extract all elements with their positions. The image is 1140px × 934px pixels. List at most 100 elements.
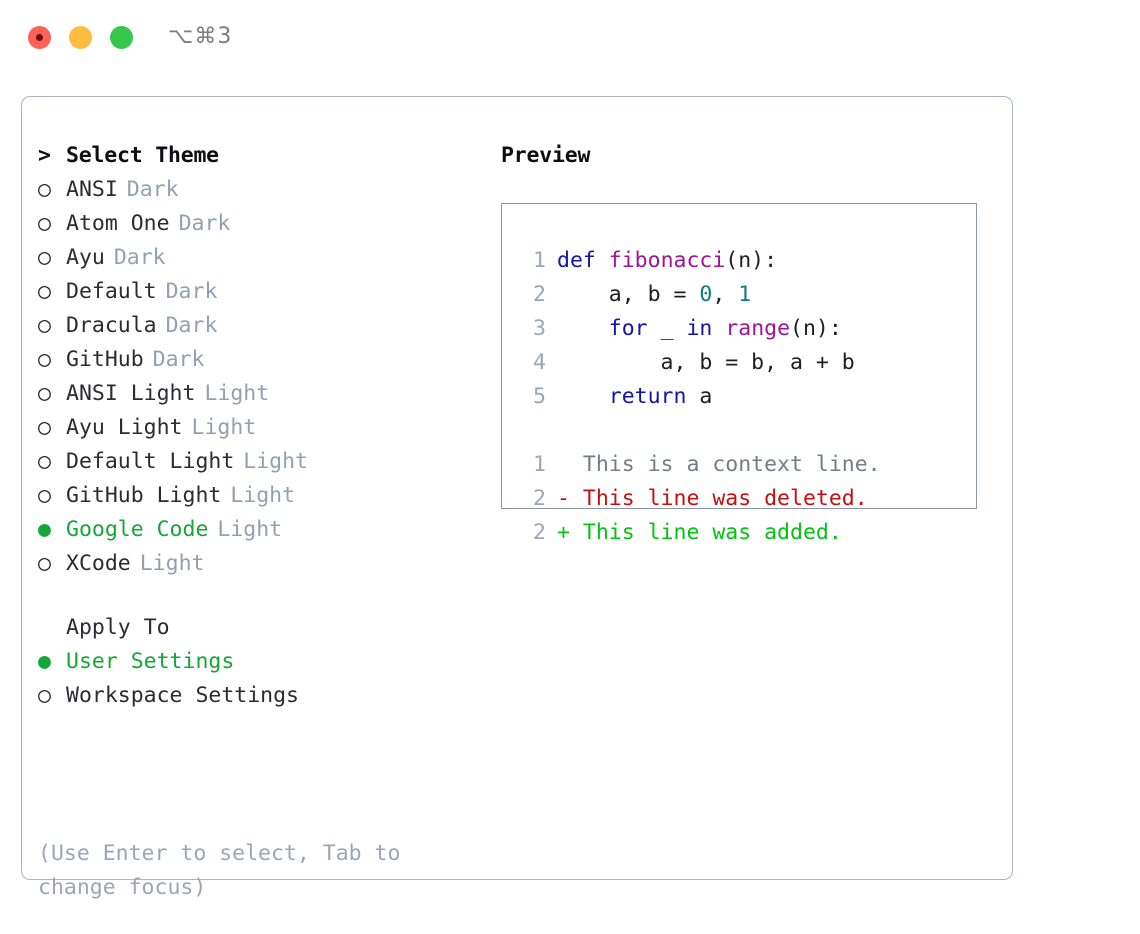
theme-variant-badge: Light — [217, 517, 283, 542]
code-line-number: 2 — [533, 282, 546, 307]
radio-selected-icon: ● — [38, 649, 51, 674]
theme-option-label: ANSI Light — [66, 381, 196, 406]
theme-option-github-light[interactable]: ○ GitHub Light Light — [38, 483, 468, 517]
apply-to-marker-placeholder: ○ — [38, 615, 66, 640]
code-line-content: a, b = b, a + b — [557, 346, 855, 380]
theme-variant-badge: Light — [230, 483, 296, 508]
theme-option-ayu[interactable]: ○ Ayu Dark — [38, 245, 468, 279]
theme-variant-badge: Dark — [113, 245, 166, 270]
section-spacer — [38, 585, 468, 615]
radio-unselected-icon: ○ — [38, 245, 51, 270]
maximize-button-icon[interactable] — [110, 26, 133, 49]
close-button-icon[interactable] — [28, 26, 51, 49]
code-line-number: 1 — [533, 248, 546, 273]
code-line-content: for _ in range(n): — [557, 312, 842, 346]
diff-line-number: 2 — [533, 486, 546, 511]
theme-variant-badge: Dark — [178, 211, 231, 236]
code-blank-line — [520, 414, 881, 448]
apply-to-option-user-settings[interactable]: ● User Settings — [38, 649, 468, 683]
code-line: 4 a, b = b, a + b — [520, 346, 881, 380]
code-line: 3 for _ in range(n): — [520, 312, 881, 346]
theme-option-label: GitHub Light — [66, 483, 222, 508]
code-token-plain: (n): — [725, 248, 778, 273]
theme-picker-title: Select Theme — [66, 143, 219, 168]
radio-unselected-icon: ○ — [38, 449, 51, 474]
theme-variant-badge: Dark — [165, 313, 218, 338]
code-token-plain — [557, 316, 609, 341]
diff-line-number: 1 — [533, 452, 546, 477]
theme-option-label: Ayu Light — [66, 415, 183, 440]
code-token-plain — [596, 248, 609, 273]
theme-option-label: GitHub — [66, 347, 144, 372]
traffic-light-group — [28, 26, 133, 49]
code-token-kw: in — [686, 316, 713, 341]
theme-option-label: Google Code — [66, 517, 209, 542]
apply-to-option-label: Workspace Settings — [66, 683, 299, 708]
radio-unselected-icon: ○ — [38, 683, 51, 708]
theme-option-label: XCode — [66, 551, 131, 576]
keyboard-hint-text: (Use Enter to select, Tab to change focu… — [38, 841, 414, 900]
radio-unselected-icon: ○ — [38, 347, 51, 372]
apply-to-option-label: User Settings — [66, 649, 235, 674]
diff-line-content: + This line was added. — [557, 520, 842, 545]
apply-to-option-workspace-settings[interactable]: ○ Workspace Settings — [38, 683, 468, 717]
theme-option-github[interactable]: ○ GitHub Dark — [38, 347, 468, 381]
diff-line-del: 2 - This line was deleted. — [520, 482, 881, 516]
code-token-fn: fibonacci — [608, 248, 726, 273]
theme-option-label: ANSI — [66, 177, 118, 202]
code-token-kw: return — [608, 384, 687, 409]
theme-picker-header: > Select Theme — [38, 143, 468, 177]
theme-option-label: Default Light — [66, 449, 235, 474]
radio-unselected-icon: ○ — [38, 177, 51, 202]
code-token-plain: a — [686, 384, 713, 409]
code-line-content: return a — [557, 380, 713, 414]
theme-variant-badge: Light — [243, 449, 309, 474]
code-token-num: 1 — [738, 282, 752, 307]
code-line-number: 5 — [533, 384, 546, 409]
preview-column: Preview — [501, 143, 991, 177]
code-token-fn: range — [725, 316, 791, 341]
theme-variant-badge: Light — [139, 551, 205, 576]
diff-line-add: 2+ This line was added. — [520, 516, 881, 550]
theme-option-label: Ayu — [66, 245, 105, 270]
radio-unselected-icon: ○ — [38, 551, 51, 576]
radio-unselected-icon: ○ — [38, 415, 51, 440]
code-token-plain: , — [712, 282, 739, 307]
apply-to-header: ○ Apply To — [38, 615, 468, 649]
prompt-caret-icon: > — [38, 143, 51, 168]
code-token-plain: (n): — [790, 316, 842, 341]
apply-to-title: Apply To — [66, 615, 170, 640]
title-bar: ⌥⌘3 — [0, 0, 1140, 78]
radio-unselected-icon: ○ — [38, 313, 51, 338]
code-token-plain: _ — [647, 316, 687, 341]
minimize-button-icon[interactable] — [69, 26, 92, 49]
theme-option-label: Default — [66, 279, 157, 304]
code-token-kw: for — [608, 316, 648, 341]
code-line: 2 a, b = 0, 1 — [520, 278, 881, 312]
theme-option-xcode[interactable]: ○ XCode Light — [38, 551, 468, 585]
diff-line-ctx: 1 This is a context line. — [520, 448, 881, 482]
radio-unselected-icon: ○ — [38, 211, 51, 236]
code-line-content: a, b = 0, 1 — [557, 278, 751, 312]
theme-option-default-light[interactable]: ○ Default Light Light — [38, 449, 468, 483]
theme-variant-badge: Light — [204, 381, 270, 406]
code-line-number: 4 — [533, 350, 546, 375]
window-title: ⌥⌘3 — [168, 24, 233, 49]
diff-line-content: This is a context line. — [557, 452, 881, 477]
diff-line-content: - This line was deleted. — [557, 486, 868, 511]
code-line-content: def fibonacci(n): — [557, 244, 777, 278]
theme-variant-badge: Dark — [152, 347, 205, 372]
radio-unselected-icon: ○ — [38, 483, 51, 508]
code-token-kw: def — [557, 248, 596, 273]
